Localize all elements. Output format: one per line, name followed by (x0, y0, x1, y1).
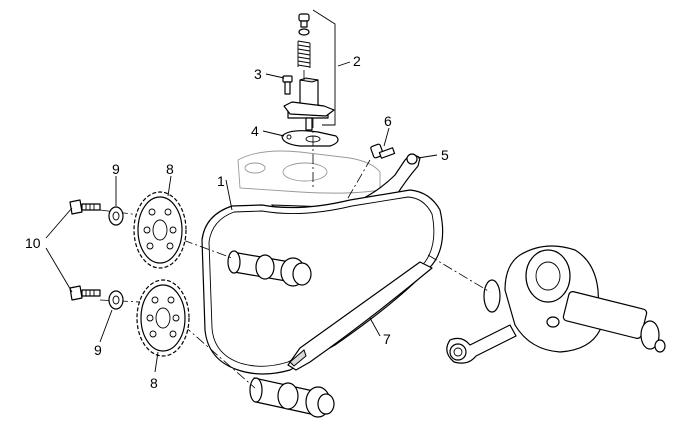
sprocket-bolt-upper (69, 199, 101, 215)
tensioner-bolt (282, 75, 293, 95)
washer-lower (108, 290, 124, 310)
callout-8-bottom: 8 (150, 375, 158, 391)
callout-7: 7 (383, 331, 391, 347)
callout-10: 10 (25, 235, 41, 251)
callout-3: 3 (254, 66, 262, 82)
chain-tensioner-assembly (283, 9, 336, 131)
guide-pivot-bolt (370, 143, 396, 159)
callout-8-top: 8 (166, 161, 174, 177)
callout-9-bottom: 9 (94, 342, 102, 358)
callout-leaders (45, 61, 438, 373)
chain-slider-guide (287, 261, 433, 371)
callout-9-top: 9 (112, 161, 120, 177)
sprocket-bolt-lower (69, 285, 101, 301)
cylinder-head-outline (237, 150, 381, 194)
exhaust-camshaft (249, 377, 335, 418)
camshaft-sprocket-upper (133, 191, 187, 269)
callout-labels: 1 2 3 4 5 6 7 8 8 9 9 10 (25, 53, 449, 391)
tensioner-spring (297, 40, 311, 68)
intake-camshaft (227, 250, 312, 287)
camshaft-sprocket-lower (136, 279, 190, 357)
callout-5: 5 (441, 147, 449, 163)
callout-6: 6 (384, 113, 392, 129)
callout-4: 4 (251, 123, 259, 139)
crankshaft-assembly (446, 245, 666, 364)
callout-1: 1 (217, 173, 225, 189)
callout-2: 2 (353, 53, 361, 69)
tensioner-gasket (281, 130, 339, 147)
washer-upper (108, 206, 124, 226)
